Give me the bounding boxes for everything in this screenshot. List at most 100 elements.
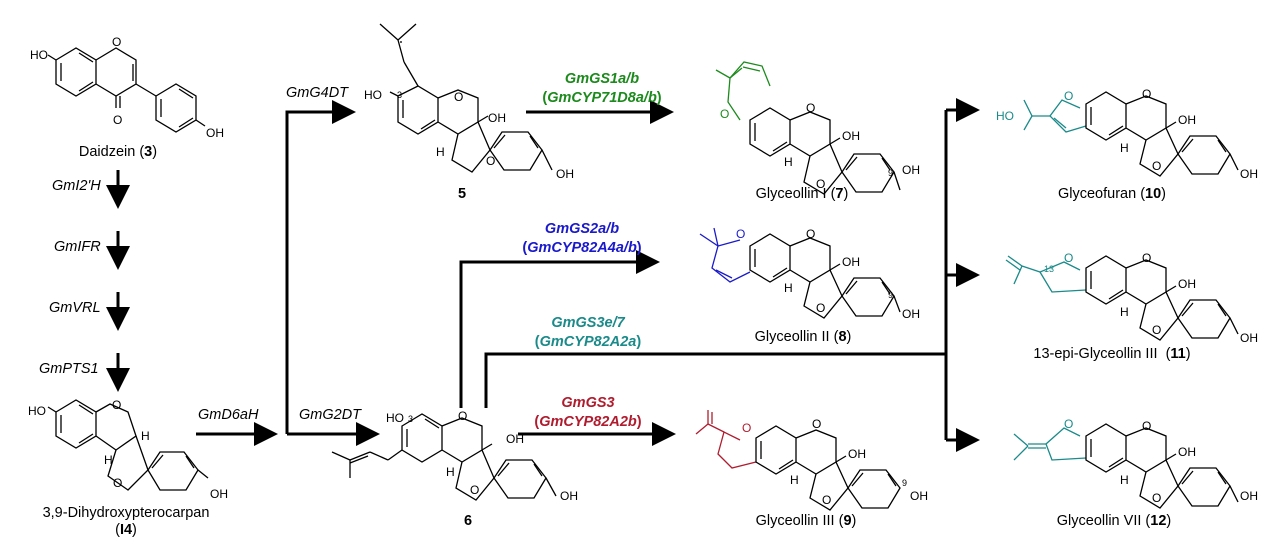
enzyme-gmg4dt: GmG4DT <box>286 85 349 101</box>
atom-oh: OH <box>556 167 574 181</box>
enzyme-gmpts1: GmPTS1 <box>39 361 99 377</box>
atom-o: O <box>1152 491 1161 505</box>
enzyme-gmi2h: GmI2'H <box>52 178 101 194</box>
epi-glyceollin-3-structure <box>1005 255 1239 341</box>
atom-h: H <box>446 465 455 479</box>
compound-name: Glyceollin I <box>755 186 827 202</box>
atom-o: O <box>112 398 121 412</box>
atom-h: H <box>784 155 793 169</box>
atom-oh: OH <box>1240 489 1258 503</box>
atom-ho: HO <box>386 411 404 425</box>
atom-o: O <box>113 113 122 127</box>
atom-o: O <box>112 35 121 49</box>
enzyme-gs2: GmGS2a/b (GmCYP82A4a/b) <box>522 220 641 258</box>
compound-name: Glyceollin VII <box>1056 513 1142 529</box>
compound-number: I4 <box>119 522 133 538</box>
compound-number: 9 <box>843 513 852 529</box>
atom-9: 9 <box>888 290 893 300</box>
enzyme-gene: GmGS3e/7 <box>551 315 625 331</box>
atom-oh: OH <box>210 487 228 501</box>
enzyme-gmd6ah: GmD6aH <box>198 407 259 423</box>
atom-oh: OH <box>560 489 578 503</box>
label-glyceollin-3: Glyceollin III (9) <box>755 513 857 529</box>
atom-oh: OH <box>910 489 928 503</box>
atom-o: O <box>1152 323 1161 337</box>
atom-oh: OH <box>902 307 920 321</box>
atom-ho: HO <box>30 48 48 62</box>
enzyme-gene: GmGS2a/b <box>544 221 620 237</box>
label-glyceofuran: Glyceofuran (10) <box>1057 186 1167 202</box>
enzyme-gmvrl: GmVRL <box>49 300 101 316</box>
atom-9: 9 <box>888 168 893 178</box>
compound-name: Daidzein <box>78 144 136 160</box>
label-glyceollin-1: Glyceollin I (7) <box>755 186 849 202</box>
enzyme-cyp: (GmCYP82A2a) <box>534 334 642 350</box>
atom-o: O <box>454 90 463 104</box>
compound-6-structure <box>331 413 557 501</box>
label-daidzein: Daidzein (3) <box>78 144 158 160</box>
atom-o: O <box>1064 89 1073 103</box>
atom-oh: OH <box>842 255 860 269</box>
compound-number: 8 <box>838 329 847 345</box>
compound-5-structure <box>379 23 553 173</box>
atom-o: O <box>486 154 495 168</box>
glyceollin-1-structure <box>715 61 901 195</box>
enzyme-gmifr: GmIFR <box>54 239 101 255</box>
atom-o: O <box>1064 417 1073 431</box>
enzyme-cyp: (GmCYP82A4a/b) <box>522 240 642 256</box>
atom-h: H <box>1120 141 1129 155</box>
daidzein-structure <box>47 47 206 133</box>
atom-h: H <box>1120 473 1129 487</box>
compound-number: 11 <box>1170 346 1186 362</box>
atom-o: O <box>458 409 467 423</box>
atom-3: 3 <box>397 90 402 100</box>
arrow-gs2 <box>459 250 660 408</box>
atom-o: O <box>720 107 729 121</box>
glyceofuran-structure <box>1023 91 1239 177</box>
compound-number: 7 <box>835 186 844 202</box>
compound-name: 3,9-Dihydroxypterocarpan <box>42 505 210 521</box>
atom-o: O <box>1064 251 1073 265</box>
label-glyceollin-7: Glyceollin VII (12) <box>1056 513 1172 529</box>
compound-name: Glyceollin II <box>754 329 830 345</box>
atom-oh: OH <box>1178 113 1196 127</box>
atom-oh: OH <box>506 432 524 446</box>
atom-ho: HO <box>28 404 46 418</box>
atom-oh: OH <box>206 126 224 140</box>
enzyme-gene: GmGS1a/b <box>564 71 640 87</box>
compound-name: Glyceollin III <box>755 513 835 529</box>
atom-oh: OH <box>902 163 920 177</box>
enzyme-cyp: (GmCYP82A2b) <box>534 414 642 430</box>
compound-number: 3 <box>144 144 153 160</box>
atom-o: O <box>816 177 825 191</box>
atom-oh: OH <box>1178 277 1196 291</box>
arrows-main <box>196 98 980 452</box>
atom-o: O <box>113 476 122 490</box>
atom-o: O <box>806 227 815 241</box>
atom-h: H <box>436 145 445 159</box>
atom-o: O <box>822 493 831 507</box>
label-epi-glyceollin-3: 13-epi-Glyceollin III (11) <box>1033 346 1191 362</box>
atom-o: O <box>742 421 751 435</box>
atom-o: O <box>812 417 821 431</box>
compound-name: Glyceofuran <box>1057 186 1137 202</box>
arrow-gs3e-stem <box>484 352 946 408</box>
compound-name: 13-epi-Glyceollin III <box>1033 346 1158 362</box>
atom-o: O <box>736 227 745 241</box>
atom-o: O <box>1142 251 1151 265</box>
enzyme-gs3: GmGS3 (GmCYP82A2b) <box>534 394 641 432</box>
pterocarpan-i4-structure <box>47 399 209 491</box>
enzyme-cyp: (GmCYP71D8a/b) <box>542 90 662 106</box>
enzyme-gs1: GmGS1a/b (GmCYP71D8a/b) <box>542 70 661 108</box>
atom-oh: OH <box>842 129 860 143</box>
atom-o: O <box>816 301 825 315</box>
glyceollin-3-structure <box>695 410 901 511</box>
glyceollin-2-structure <box>699 227 901 319</box>
atom-ho: HO <box>996 109 1014 123</box>
atom-o: O <box>1142 87 1151 101</box>
label-compound-5: 5 <box>457 186 467 202</box>
compound-number: 12 <box>1150 513 1167 529</box>
compound-number: 10 <box>1145 186 1162 202</box>
